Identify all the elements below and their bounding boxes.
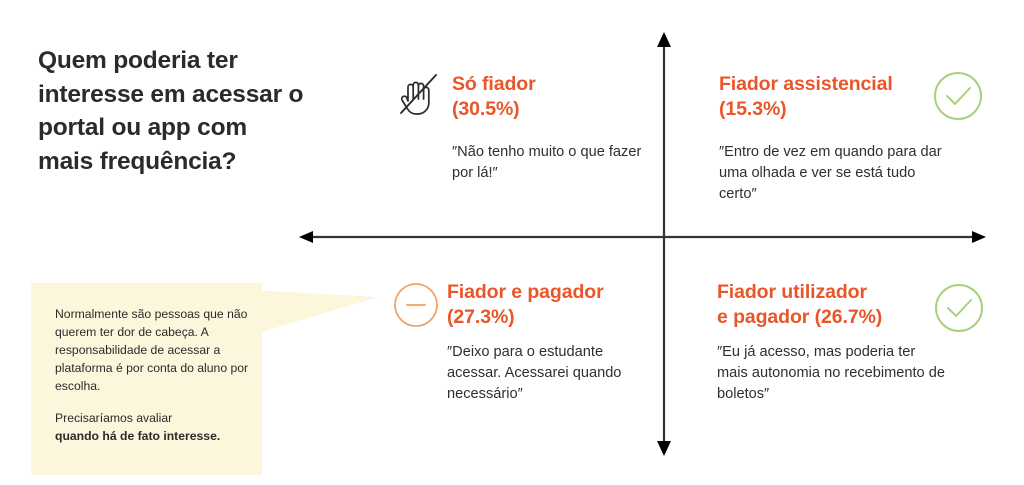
quadrant-heading-top-right: Fiador assistencial (15.3%): [719, 72, 934, 121]
minus-circle-icon: [394, 283, 438, 327]
quadrant-quote-bottom-left: ″Deixo para o estudante acessar. Acessar…: [447, 344, 622, 403]
quadrant-heading-bottom-right: Fiador utilizador e pagador (26.7%): [717, 280, 932, 329]
quadrant-bottom-left: Fiador e pagador (27.3%) ″Deixo para o e…: [394, 280, 647, 402]
check-circle-icon: [935, 284, 983, 332]
quadrant-quote-top-right: ″Entro de vez em quando para dar uma olh…: [719, 144, 942, 203]
quadrant-title-line1: Fiador utilizador: [717, 281, 867, 303]
page-title: Quem poderia ter interesse em acessar o …: [38, 47, 304, 175]
callout-paragraph-2-regular: Precisaríamos avaliar: [55, 410, 173, 425]
callout-paragraph-2-bold: quando há de fato interesse.: [55, 428, 221, 443]
axis-arrow-down-icon: [657, 441, 671, 456]
quadrant-quote-bottom-right: ″Eu já acesso, mas poderia ter mais auto…: [717, 344, 945, 403]
quadrant-heading-bottom-left: Fiador e pagador (27.3%): [447, 280, 647, 329]
quadrant-bottom-right: Fiador utilizador e pagador (26.7%) ″Eu …: [717, 280, 983, 402]
callout-paragraph-2: Precisaríamos avaliar quando há de fato …: [55, 410, 250, 446]
quadrant-title-text: Fiador assistencial: [719, 73, 893, 95]
quadrant-percent-text: (30.5%): [452, 97, 520, 120]
quadrant-title-text: Só fiador: [452, 73, 536, 95]
quadrant-heading-top-left: Só fiador (30.5%): [452, 72, 652, 121]
callout-annotation: Normalmente são pessoas que não querem t…: [0, 270, 400, 485]
hand-stop-crossed-icon: [400, 74, 437, 115]
quadrant-title-text: Fiador e pagador: [447, 281, 604, 303]
quadrant-percent-text: (15.3%): [719, 97, 787, 120]
quadrant-top-left: Só fiador (30.5%) ″Não tenho muito o que…: [400, 72, 652, 181]
quadrant-top-right: Fiador assistencial (15.3%) ″Entro de ve…: [719, 72, 982, 202]
check-circle-icon: [934, 72, 982, 120]
callout-text: Normalmente são pessoas que não querem t…: [55, 306, 250, 446]
quadrant-quote-top-left: ″Não tenho muito o que fazer por lá!″: [452, 144, 642, 182]
axis-arrow-right-icon: [972, 231, 986, 243]
quadrant-title-line2: e pagador: [717, 305, 810, 328]
callout-box: [31, 283, 262, 475]
quadrant-percent-text: (27.3%): [447, 305, 515, 328]
quadrant-percent-text: (26.7%): [814, 305, 883, 328]
callout-paragraph-1: Normalmente são pessoas que não querem t…: [55, 307, 249, 393]
axis-arrow-up-icon: [657, 32, 671, 47]
axis-arrow-left-icon: [299, 231, 313, 243]
